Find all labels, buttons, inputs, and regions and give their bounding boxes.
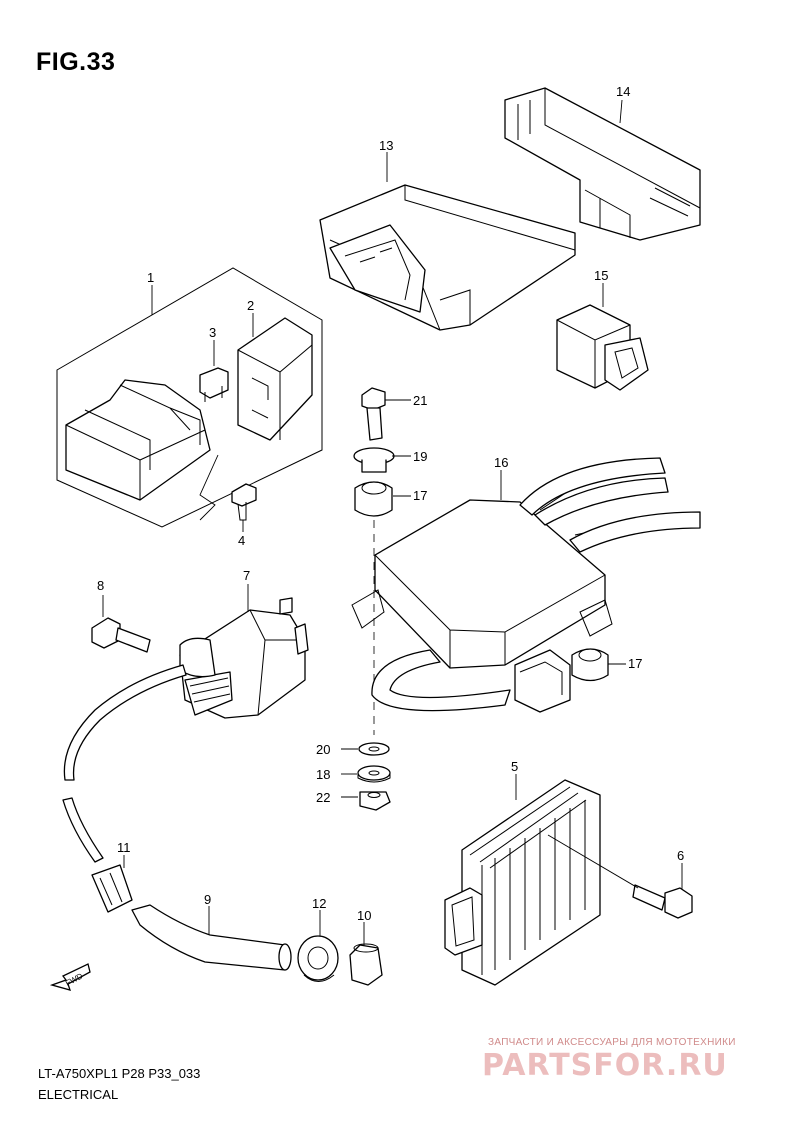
figure-title: FIG.33 <box>36 48 116 76</box>
footer-model-code: LT-A750XPL1 P28 P33_033 <box>38 1066 201 1081</box>
relay-assembly-frame <box>56 267 323 528</box>
part-20-washer[interactable] <box>358 742 390 756</box>
part-8-bolt[interactable] <box>91 617 151 653</box>
callout-16: 16 <box>494 455 508 470</box>
part-17-grommet-upper[interactable] <box>354 481 393 517</box>
callout-21: 21 <box>413 393 427 408</box>
part-19-collar[interactable] <box>353 447 395 473</box>
part-21-bolt[interactable] <box>361 387 386 441</box>
part-9-spark-plug-cap[interactable] <box>131 904 292 971</box>
part-5-regulator-rectifier[interactable] <box>444 779 601 986</box>
forward-direction-arrow-icon: FWD <box>49 963 91 991</box>
callout-1: 1 <box>147 270 154 285</box>
callout-2: 2 <box>247 298 254 313</box>
part-13-ecm[interactable] <box>319 184 576 331</box>
watermark-caption: ЗАПЧАСТИ И АКСЕССУАРЫ ДЛЯ МОТОТЕХНИКИ <box>488 1037 736 1048</box>
callout-3: 3 <box>209 325 216 340</box>
part-1-starter-relay[interactable] <box>65 379 211 501</box>
callout-11: 11 <box>117 840 131 855</box>
part-18-washer[interactable] <box>357 765 391 783</box>
callout-18: 18 <box>316 767 330 782</box>
part-6-bolt[interactable] <box>632 884 693 919</box>
part-16-control-unit[interactable] <box>351 457 701 712</box>
callout-13: 13 <box>379 138 393 153</box>
watermark-logo: PARTSFOR.RU <box>482 1048 728 1083</box>
callout-19: 19 <box>413 449 427 464</box>
callout-5: 5 <box>511 759 518 774</box>
callout-9: 9 <box>204 892 211 907</box>
part-2-relay-cover[interactable] <box>237 317 313 441</box>
part-4-bolt[interactable] <box>231 483 257 521</box>
footer-section-name: ELECTRICAL <box>38 1087 119 1102</box>
callout-17-lower: 17 <box>628 656 642 671</box>
part-15-connector[interactable] <box>556 304 649 391</box>
part-11-clamp[interactable] <box>91 864 133 913</box>
callout-17-upper: 17 <box>413 488 427 503</box>
callout-4: 4 <box>238 533 245 548</box>
callout-10: 10 <box>357 908 371 923</box>
callout-22: 22 <box>316 790 330 805</box>
callout-8: 8 <box>97 578 104 593</box>
callout-7: 7 <box>243 568 250 583</box>
part-16-connector[interactable] <box>514 649 571 713</box>
callout-6: 6 <box>677 848 684 863</box>
part-17-grommet-lower[interactable] <box>571 648 609 682</box>
callout-15: 15 <box>594 268 608 283</box>
part-3-fuse[interactable] <box>199 367 229 402</box>
part-10-collar[interactable] <box>349 943 383 986</box>
callout-12: 12 <box>312 896 326 911</box>
callout-14: 14 <box>616 84 630 99</box>
part-12-seal[interactable] <box>297 935 339 982</box>
part-14-ecm-cover[interactable] <box>504 87 701 241</box>
callout-20: 20 <box>316 742 330 757</box>
part-22-nut[interactable] <box>359 791 391 811</box>
ignition-high-tension-lead[interactable] <box>62 664 187 863</box>
part-7-ignition-coil[interactable] <box>179 597 309 719</box>
